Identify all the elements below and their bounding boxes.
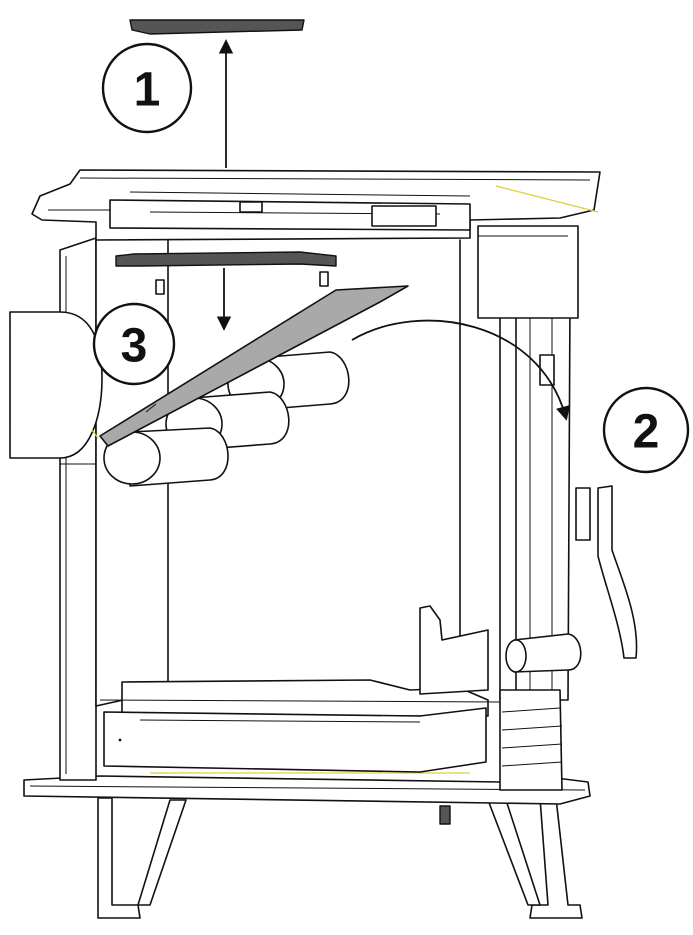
- top-casting: [31, 169, 601, 241]
- leg-left: [97, 797, 141, 919]
- baffle-bracket: [115, 251, 337, 267]
- leg-right: [529, 797, 583, 919]
- ash-pan: [103, 707, 487, 773]
- callout-2-number: 2: [633, 406, 660, 459]
- adjuster-bolt: [439, 805, 451, 825]
- base-plate: [23, 772, 591, 805]
- top-latch: [239, 201, 263, 213]
- top-vent: [371, 205, 437, 227]
- screw-right: [319, 271, 329, 287]
- screw-left: [155, 279, 165, 295]
- leg-right-rear: [487, 799, 541, 906]
- callout-3-number: 3: [121, 320, 148, 373]
- legs: [97, 797, 583, 919]
- callout-1-number: 1: [134, 64, 161, 117]
- air-tubes: [103, 351, 350, 487]
- top-plate-removed: [129, 19, 305, 35]
- callout-2: 2: [602, 386, 690, 474]
- hinge-block: [539, 354, 555, 386]
- handle-hinge: [575, 487, 591, 541]
- callout-1: 1: [101, 42, 193, 134]
- flue-collar: [9, 311, 103, 459]
- door-handle: [575, 485, 638, 659]
- lower-firebox: [99, 605, 582, 791]
- callout-3: 3: [92, 302, 176, 386]
- arrow-swing-door: [351, 319, 570, 421]
- leg-left-rear: [137, 799, 187, 906]
